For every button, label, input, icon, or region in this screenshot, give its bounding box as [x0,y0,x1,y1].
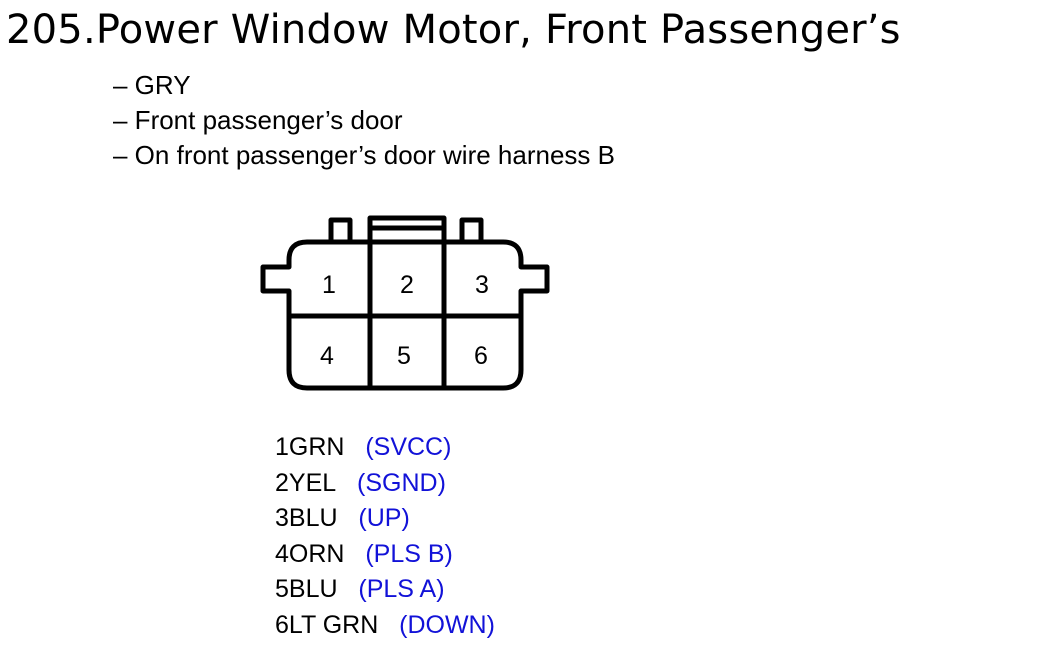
pin-wire: 1GRN [275,433,345,461]
pin-row: 1GRN (SVCC) [275,430,495,466]
cavity-3-label: 3 [475,271,489,299]
pin-signal: (PLS B) [365,539,453,568]
page-title: 205.Power Window Motor, Front Passenger’… [6,7,901,53]
pin-wire: 6LT GRN [275,610,379,639]
connector-details: – GRY – Front passenger’s door – On fron… [113,68,615,173]
pin-signal: (SVCC) [365,433,452,461]
left-latch [328,217,353,245]
cavity-6-label: 6 [474,342,488,370]
connector-face-diagram: 1 2 3 4 5 6 [260,215,550,391]
pin-row: 5BLU (PLS A) [275,572,495,608]
cavity-5-label: 5 [397,342,411,370]
cavity-2-label: 2 [400,271,414,299]
connector-location: – Front passenger’s door [113,105,403,135]
pin-row: 2YEL (SGND) [275,466,495,502]
pin-signal: (UP) [358,504,410,532]
pin-wire: 5BLU [275,575,338,603]
pin-row: 4ORN (PLS B) [275,537,495,573]
pin-signal: (PLS A) [358,575,445,603]
connector-color: – GRY [113,70,191,100]
pin-wire: 2YEL [275,468,337,497]
right-latch [459,217,484,245]
pin-signal: (SGND) [357,468,446,497]
cavity-4-label: 4 [320,342,334,370]
connector-harness: – On front passenger’s door wire harness… [113,140,615,170]
pin-wire: 4ORN [275,539,345,568]
pin-signal: (DOWN) [399,610,495,639]
cavity-1-label: 1 [322,271,336,299]
pin-row: 3BLU (UP) [275,501,495,537]
connector-housing [260,239,550,391]
pin-assignment-list: 1GRN (SVCC) 2YEL (SGND) 3BLU (UP) 4ORN (… [275,430,495,643]
pin-wire: 3BLU [275,504,338,532]
pin-row: 6LT GRN (DOWN) [275,608,495,644]
